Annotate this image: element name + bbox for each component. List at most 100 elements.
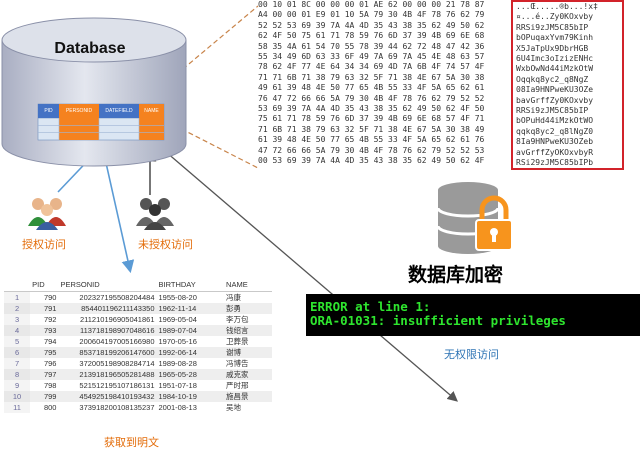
table-cell: 795 [30, 347, 59, 358]
encrypted-text-line: RSi29zJM5C85bIPb [516, 158, 594, 168]
table-cell: 798 [43, 381, 57, 390]
table-cell: 卫葬景 [226, 337, 249, 346]
table-cell: 李万包 [226, 315, 249, 324]
terminal-error-output: ERROR at line 1: ORA-01031: insufficient… [306, 294, 640, 336]
table-cell: 彭勇 [224, 303, 272, 314]
table-cell: 9 [4, 380, 31, 391]
hex-dump-line: 75 61 71 78 59 76 6D 37 39 4B 69 6E 68 5… [258, 114, 485, 124]
got-plaintext-label: 获取到明文 [104, 436, 159, 449]
table-cell: 钱绍言 [224, 325, 272, 336]
mini-col-name: NAME [139, 104, 164, 118]
mini-col-pid: PID [38, 104, 59, 118]
unauthorized-access-label: 未授权访问 [138, 238, 193, 251]
authorized-access-label: 授权访问 [22, 238, 66, 251]
hex-dump-line: 61 39 48 4E 50 77 65 4B 55 33 4F 5A 65 6… [258, 135, 485, 145]
mini-col-personid: PERSONID [59, 104, 99, 118]
table-cell: 1955-08-20 [158, 293, 197, 302]
table-header-cell[interactable]: PID [30, 277, 59, 292]
table-cell: 谢博 [224, 347, 272, 358]
table-cell: 791 [30, 303, 59, 314]
table-cell: 202327195508204484 [79, 293, 155, 302]
hex-dump-line: 55 34 49 6D 63 33 6F 49 7A 69 7A 45 4E 4… [258, 52, 485, 62]
table-cell: 7 [4, 358, 31, 369]
unauthorized-users-icon [136, 198, 174, 230]
table-cell: 213918196505281488 [58, 369, 157, 380]
table-cell: 1951-07-18 [158, 381, 197, 390]
table-cell: 793 [30, 325, 59, 336]
table-cell: 2 [4, 303, 31, 314]
no-permission-label: 无权限访问 [444, 348, 499, 361]
table-cell: 冯博告 [226, 359, 249, 368]
table-cell: 1 [4, 291, 31, 303]
table-cell: 854401196211143350 [58, 303, 157, 314]
table-cell: 严时邢 [226, 381, 249, 390]
table-cell: 6 [4, 347, 31, 358]
table-cell: 796 [43, 359, 57, 368]
hex-dump-line: 71 71 6B 71 38 79 63 32 5F 71 38 4E 67 5… [258, 72, 485, 82]
table-header-cell[interactable] [4, 277, 31, 292]
authorized-users-icon [28, 198, 66, 230]
terminal-line-2: ORA-01031: insufficient privileges [310, 313, 566, 328]
table-cell: 5 [4, 336, 31, 347]
table-cell: 10 [4, 391, 31, 402]
hex-dump-line: 49 61 39 48 4E 50 77 65 4B 55 33 4F 5A 6… [258, 83, 485, 93]
hex-dump-line: 00 10 01 8C 00 00 00 01 AE 62 00 00 00 2… [258, 0, 485, 9]
table-cell: 1989-07-04 [156, 325, 225, 336]
table-cell: 792 [43, 315, 57, 324]
table-cell: 8 [4, 369, 31, 380]
table-cell: 373918200108135237 [79, 403, 155, 412]
table-cell: 800 [43, 403, 57, 412]
encrypted-text-line: RRSi9zJM5C85bIP [516, 22, 589, 32]
table-header-cell[interactable]: NAME [224, 277, 272, 292]
table-cell: 1992-06-14 [156, 347, 225, 358]
db-encryption-label: 数据库加密 [408, 264, 504, 286]
hex-dump-line: 00 53 69 39 7A 4A 4D 35 43 38 35 62 49 5… [258, 156, 485, 166]
unauthorized-path-line [151, 139, 458, 402]
hex-dump: 00 10 01 8C 00 00 00 01 AE 62 00 00 00 2… [258, 0, 510, 170]
table-cell: 2001-08-13 [158, 403, 197, 412]
table-cell: 1970-05-16 [158, 337, 197, 346]
table-header-cell[interactable]: BIRTHDAY [156, 277, 225, 292]
table-cell: 799 [30, 391, 59, 402]
hex-dump-line: 53 69 39 7A 4A 4D 35 43 38 35 62 49 50 6… [258, 104, 485, 114]
encrypted-text-line: RRSi9zJM5C85bIP [516, 106, 589, 116]
table-header-cell[interactable]: PERSONID [58, 277, 157, 292]
hex-dump-line: 52 52 53 69 39 7A 4A 4D 35 43 38 35 62 4… [258, 20, 485, 30]
table-cell: 1984-10-19 [156, 391, 225, 402]
table-cell: 521512195107186131 [79, 381, 155, 390]
table-cell: 1989-08-28 [158, 359, 197, 368]
table-cell: 372005198908284714 [79, 359, 155, 368]
table-cell: 790 [43, 293, 57, 302]
encrypted-text-line: 8Ia9HNPweKU3OZeb [516, 137, 594, 147]
encrypted-text-line: qqkq8yc2_q8lNgZ0 [516, 126, 594, 136]
mini-table-grid [38, 118, 164, 140]
encrypted-text-line: bavGrffZy0KOxvby [516, 95, 594, 105]
table-cell: 454925198410193432 [58, 391, 157, 402]
hex-dump-line: 78 62 4F 77 4E 64 34 34 69 4D 7A 6B 4F 7… [258, 62, 485, 72]
hex-dump-line: 58 35 4A 61 54 70 55 78 39 44 62 72 48 4… [258, 41, 485, 51]
encrypted-text-line: bOPuqaxYvm79Kinh [516, 33, 594, 43]
table-cell: 200604197005166980 [79, 337, 155, 346]
table-cell: 113718198907048616 [58, 325, 157, 336]
encrypted-text-line: ¤...é..Zy0KOxvby [516, 12, 594, 22]
encrypted-text-line: avGrffZyOKOxvbyR [516, 147, 594, 157]
table-cell: 1965-05-28 [156, 369, 225, 380]
encrypted-text-line: Oqqkq8yc2_q8NgZ [516, 74, 589, 84]
encrypted-text-line: WxbOwNd44iMzkOtW [516, 64, 594, 74]
table-cell: 冯康 [226, 293, 242, 302]
hex-dump-line: 62 4F 50 75 61 71 78 59 76 6D 37 39 4B 6… [258, 31, 485, 41]
mini-col-datefield: DATEFIELD [99, 104, 139, 118]
encrypted-text-line: 08Ia9HNPweKU3OZe [516, 85, 594, 95]
